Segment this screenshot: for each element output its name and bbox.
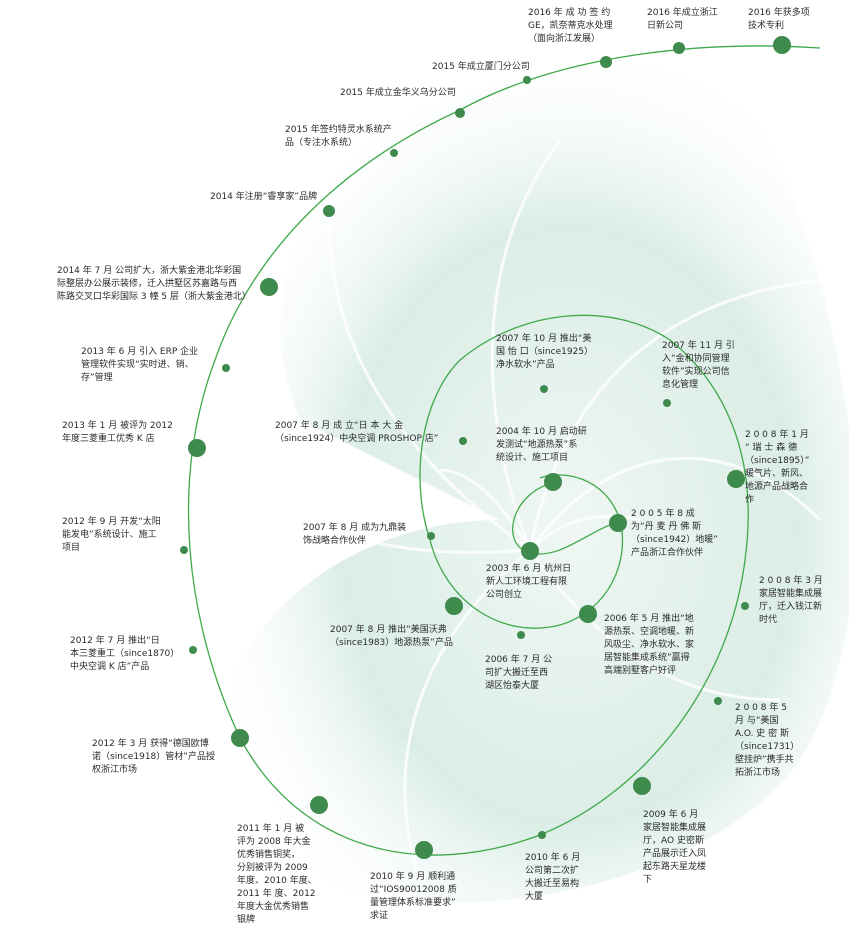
milestone-label: 2015 年签约特灵水系统产 品（专注水系统） <box>285 125 392 148</box>
milestone-label: 2013 年 6 月 引入 ERP 企业 管理软件实现“实时进、销、 存”管理 <box>81 347 199 383</box>
milestone-dot <box>427 532 435 540</box>
milestone-dot <box>180 546 188 554</box>
milestone-label: 2 0 0 8 年 5 月 与“美国 A.O. 史 密 斯 （since1731… <box>735 703 800 778</box>
milestone-dot <box>609 514 627 532</box>
milestone-dot <box>310 796 328 814</box>
milestone-label: 2006 年 7 月 公 司扩大搬迁至西 湖区怡泰大厦 <box>485 655 553 691</box>
milestone-dot <box>600 56 612 68</box>
milestone-label: 2014 年注册“睿享家”品牌 <box>210 192 318 202</box>
milestone-label: 2016 年 成 功 签 约 GE，凯奈蒂克水处理 （面向浙江发展） <box>528 8 613 44</box>
milestone-dot <box>741 602 749 610</box>
milestone-label: 2007 年 8 月 推出“美国沃弗 （since1983）地源热泵”产品 <box>330 625 453 648</box>
milestone-dot <box>459 437 467 445</box>
milestone-label: 2003 年 6 月 杭州日 新人工环境工程有限 公司创立 <box>486 564 572 600</box>
milestone-dot <box>231 729 249 747</box>
milestone-label: 2 0 0 8 年 1 月 “ 瑞 士 森 德 （since1895）” 暖气片… <box>745 430 810 505</box>
milestone-dot <box>517 631 525 639</box>
milestone-dot <box>540 385 548 393</box>
milestone-dot <box>773 36 791 54</box>
shell-chambers <box>218 139 822 881</box>
milestone-label: 2009 年 6 月 家居智能集成展 厅，AO 史密斯 产品展示迁入凤 起东路天… <box>643 810 707 885</box>
milestone-label: 2015 年成立厦门分公司 <box>432 62 530 72</box>
milestone-dot <box>727 470 745 488</box>
milestone-label: 2 0 0 5 年 8 成 为“丹 麦 丹 佛 斯 （since1942）地暖”… <box>631 509 718 558</box>
milestone-label: 2015 年成立金华义乌分公司 <box>340 88 456 98</box>
milestone-label: 2012 年 9 月 开发“太阳 能发电”系统设计、施工 项目 <box>62 517 161 553</box>
milestone-dot <box>222 364 230 372</box>
milestone-dot <box>390 149 398 157</box>
milestone-label: 2010 年 9 月 顺利通 过“IOS90012008 质 量管理体系标准要求… <box>370 872 457 921</box>
milestone-label: 2 0 0 8 年 3 月 家居智能集成展 厅，迁入钱江新 时代 <box>759 576 823 625</box>
milestone-dot <box>538 831 546 839</box>
milestone-label: 2012 年 3 月 获得“德国欧博 诺（since1918）管材”产品授 权浙… <box>92 739 215 775</box>
milestone-dot <box>455 108 465 118</box>
milestone-dot <box>189 646 197 654</box>
milestone-dot <box>673 42 685 54</box>
milestone-dot <box>544 473 562 491</box>
milestone-label: 2012 年 7 月 推出“日 本三菱重工（since1870） 中央空调 K … <box>70 636 180 672</box>
milestone-label: 2007 年 11 月 引 入“金和协同管理 软件”实现公司信 息化管理 <box>662 341 735 390</box>
milestone-dot <box>445 597 463 615</box>
milestone-label: 2006 年 5 月 推出“地 源热泵、空调地暖、新 风吸尘、净水软水、家 居智… <box>604 614 695 676</box>
milestone-label: 2016 年成立浙江 日新公司 <box>647 8 718 31</box>
milestone-dot <box>714 697 722 705</box>
milestone-dot <box>523 76 531 84</box>
milestone-label: 2007 年 10 月 推出“美 国 怡 口（since1925） 净水软水”产… <box>496 334 594 370</box>
milestone-dot <box>323 205 335 217</box>
milestone-dot <box>633 777 651 795</box>
milestone-dot <box>188 439 206 457</box>
milestone-label: 2010 年 6 月 公司第二次扩 大搬迁至易构 大厦 <box>525 853 581 902</box>
milestone-dot <box>521 542 539 560</box>
milestone-label: 2014 年 7 月 公司扩大，浙大紫金港北华彩国 际整层办公展示装修，迁入拱墅… <box>57 266 251 302</box>
milestone-label: 2007 年 8 月 成 立“日 本 大 金 （since1924）中央空调 P… <box>275 421 439 444</box>
milestone-label: 2007 年 8 月 成为九鼎装 饰战略合作伙伴 <box>303 523 407 546</box>
milestone-dots <box>180 36 791 859</box>
milestone-label: 2011 年 1 月 被 评为 2008 年大金 优秀销售铜奖， 分别被评为 2… <box>237 824 317 925</box>
milestone-dot <box>579 605 597 623</box>
milestone-label: 2013 年 1 月 被评为 2012 年度三菱重工优秀 K 店 <box>62 421 173 444</box>
milestone-dot <box>415 841 433 859</box>
milestone-dot <box>260 278 278 296</box>
milestone-label: 2016 年获多项 技术专利 <box>748 8 810 31</box>
shell-shape <box>218 66 849 903</box>
milestone-label: 2004 年 10 月 启动研 发测试“地源热泵”系 统设计、施工项目 <box>496 427 587 463</box>
spiral-path <box>187 45 821 856</box>
milestone-dot <box>663 399 671 407</box>
